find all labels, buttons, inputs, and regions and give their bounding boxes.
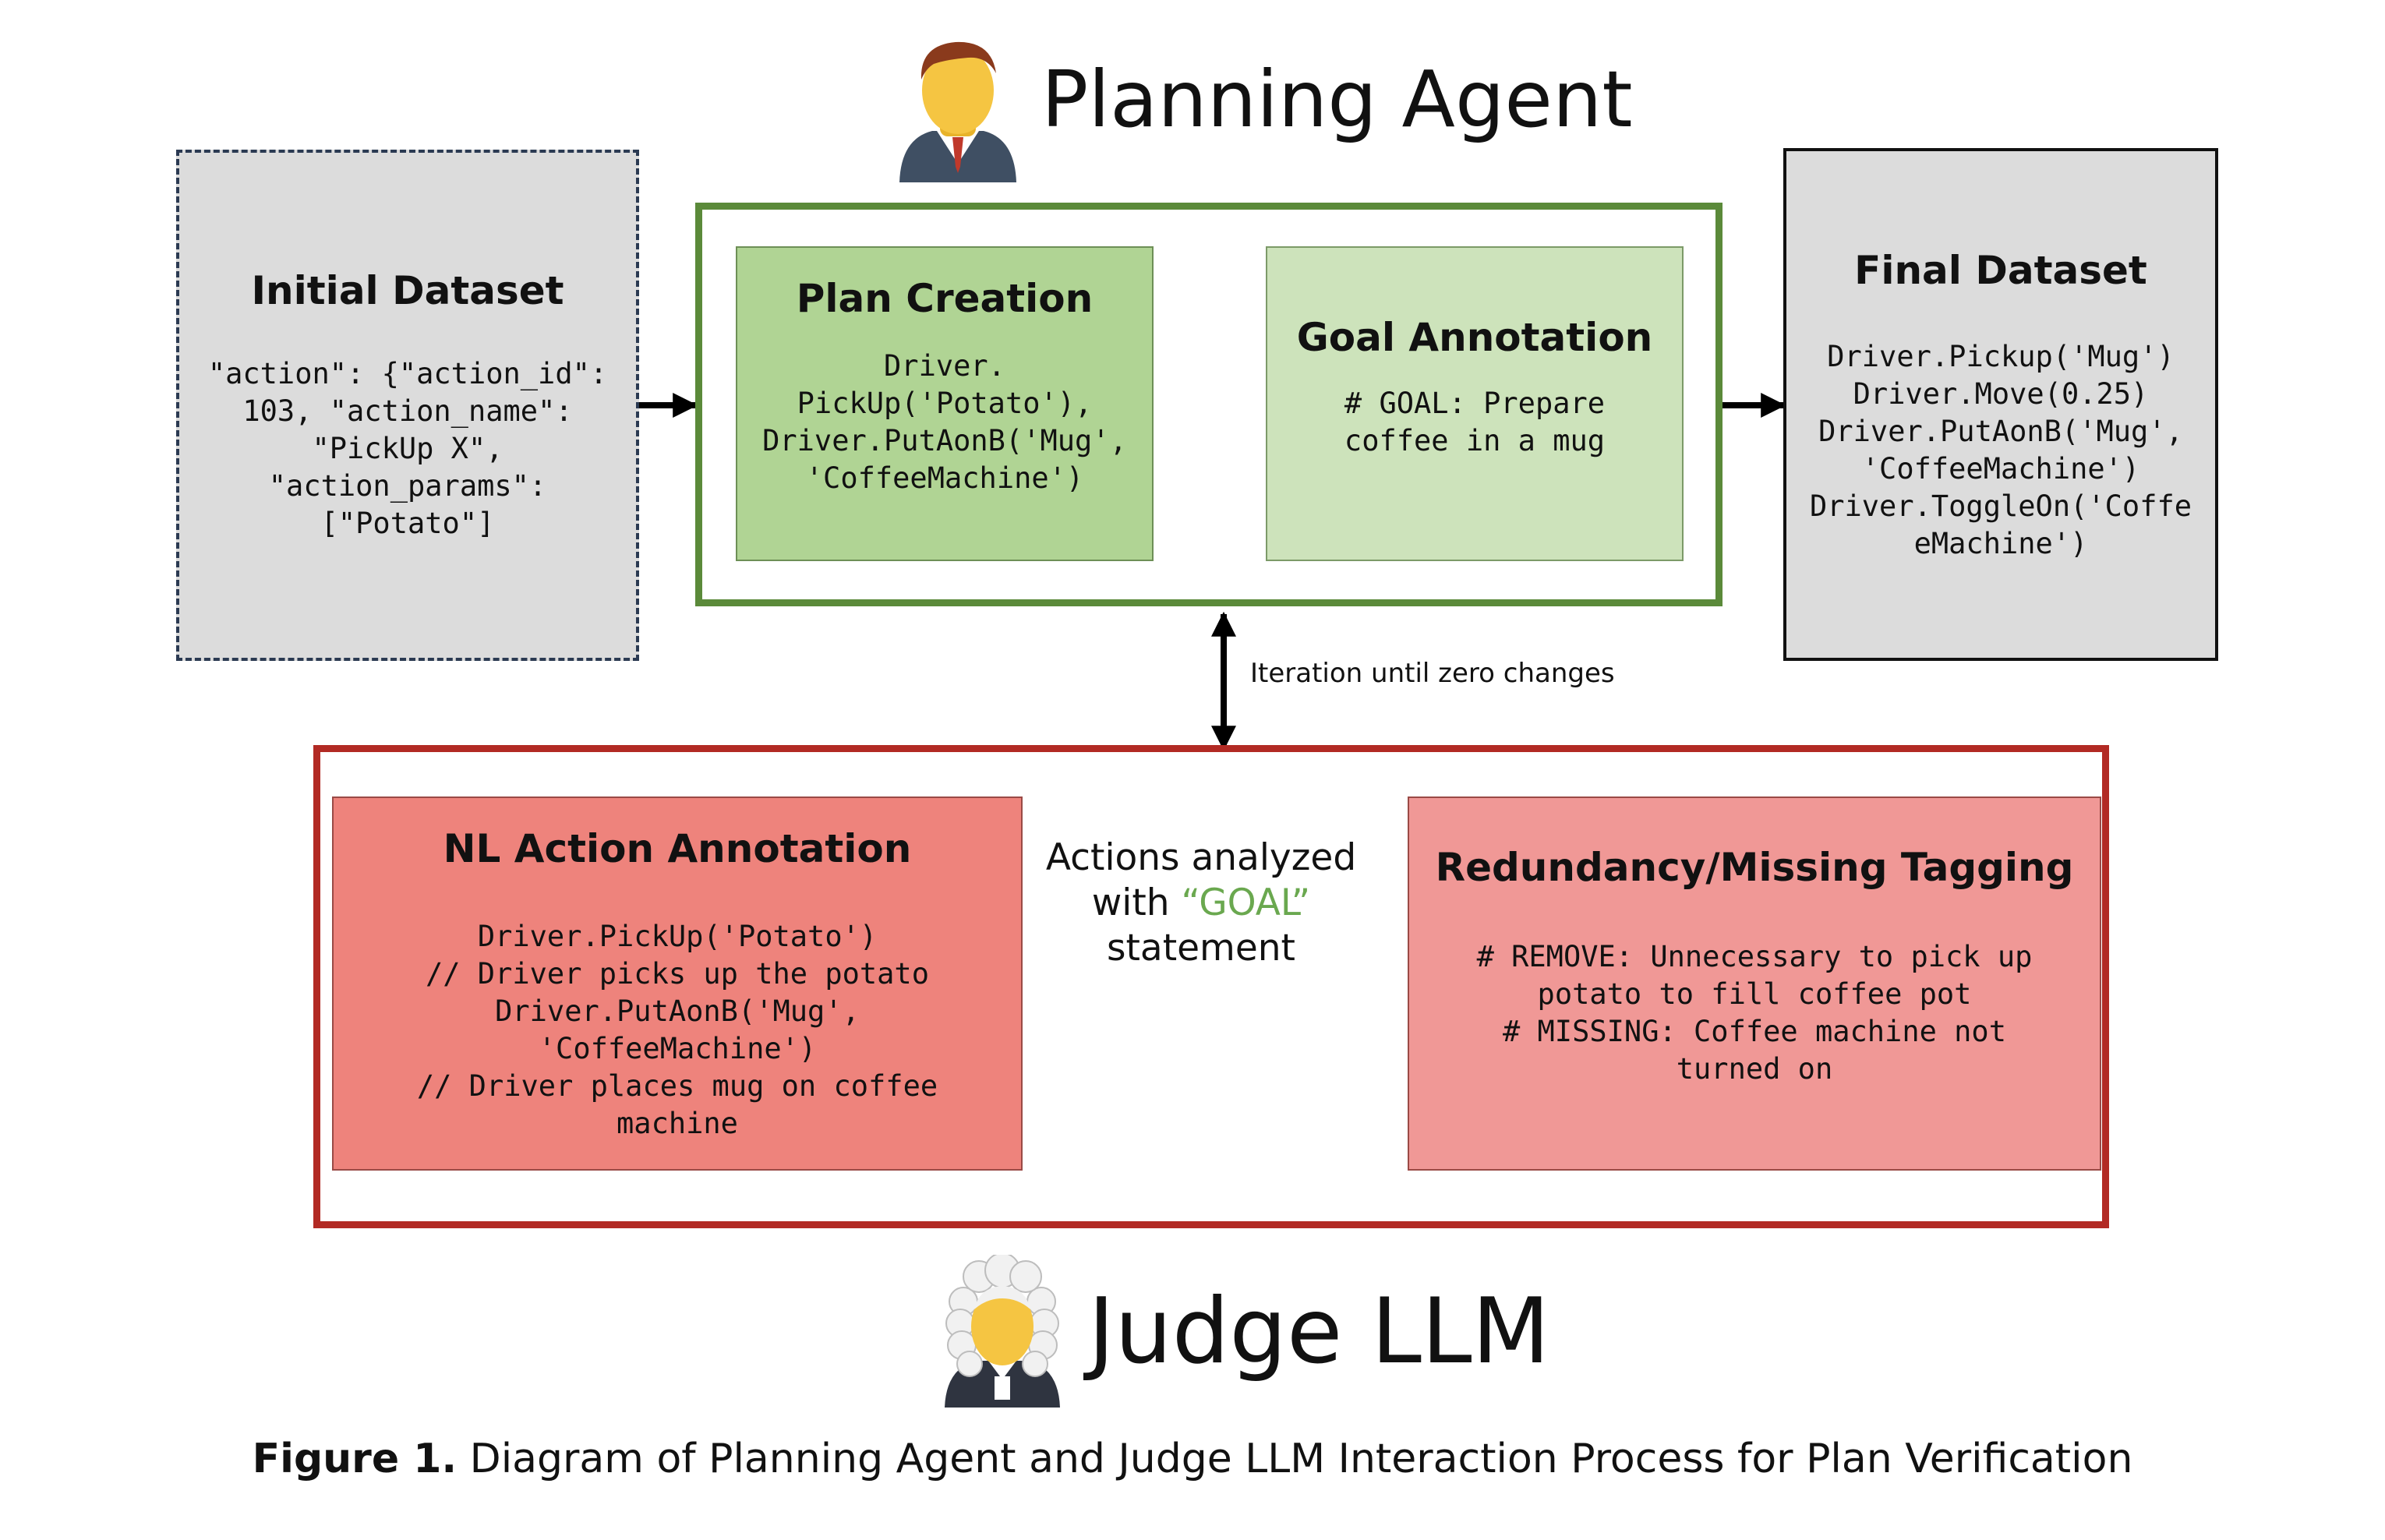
- redundancy-tagging-title: Redundancy/Missing Tagging: [1435, 845, 2074, 890]
- redundancy-tagging-code: # REMOVE: Unnecessary to pick up potato …: [1476, 940, 2033, 1086]
- final-dataset-code: Driver.Pickup('Mug') Driver.Move(0.25) D…: [1809, 340, 2192, 560]
- actions-analyzed-with: with: [1091, 881, 1182, 924]
- figure-caption-text: Diagram of Planning Agent and Judge LLM …: [457, 1436, 2133, 1482]
- figure-caption: Figure 1. Diagram of Planning Agent and …: [0, 1434, 2385, 1484]
- nl-action-annotation-box: NL Action Annotation Driver.PickUp('Pota…: [332, 796, 1023, 1171]
- nl-action-annotation-code: Driver.PickUp('Potato') // Driver picks …: [416, 920, 938, 1140]
- initial-dataset-box: Initial Dataset "action": {"action_id": …: [176, 150, 639, 661]
- actions-analyzed-line2: with “GOAL”: [1023, 881, 1380, 926]
- judge-llm-icon: [940, 1252, 1065, 1408]
- iteration-label: Iteration until zero changes: [1250, 658, 1615, 689]
- redundancy-tagging-box: Redundancy/Missing Tagging # REMOVE: Unn…: [1408, 796, 2101, 1171]
- actions-analyzed-line3: statement: [1107, 927, 1295, 970]
- goal-keyword: “GOAL”: [1181, 881, 1311, 924]
- judge-llm-title: Judge LLM: [1088, 1279, 1550, 1384]
- goal-annotation-title: Goal Annotation: [1296, 315, 1653, 360]
- goal-annotation-code: # GOAL: Prepare coffee in a mug: [1344, 387, 1606, 457]
- initial-dataset-title: Initial Dataset: [251, 268, 564, 313]
- figure-caption-label: Figure 1.: [252, 1436, 458, 1482]
- plan-creation-code: Driver. PickUp('Potato'), Driver.PutAonB…: [762, 349, 1127, 495]
- actions-analyzed-line1: Actions analyzed: [1045, 836, 1357, 879]
- nl-action-annotation-title: NL Action Annotation: [443, 826, 912, 871]
- initial-dataset-code: "action": {"action_id": 103, "action_nam…: [207, 357, 608, 540]
- goal-annotation-box: Goal Annotation # GOAL: Prepare coffee i…: [1266, 246, 1684, 561]
- plan-creation-box: Plan Creation Driver. PickUp('Potato'), …: [736, 246, 1154, 561]
- planning-agent-title: Planning Agent: [1041, 54, 1633, 145]
- final-dataset-box: Final Dataset Driver.Pickup('Mug') Drive…: [1783, 148, 2218, 661]
- actions-analyzed-text: Actions analyzed with “GOAL” statement: [1023, 835, 1380, 971]
- final-dataset-title: Final Dataset: [1854, 248, 2147, 293]
- planning-agent-icon: [893, 30, 1023, 182]
- plan-creation-title: Plan Creation: [796, 276, 1094, 321]
